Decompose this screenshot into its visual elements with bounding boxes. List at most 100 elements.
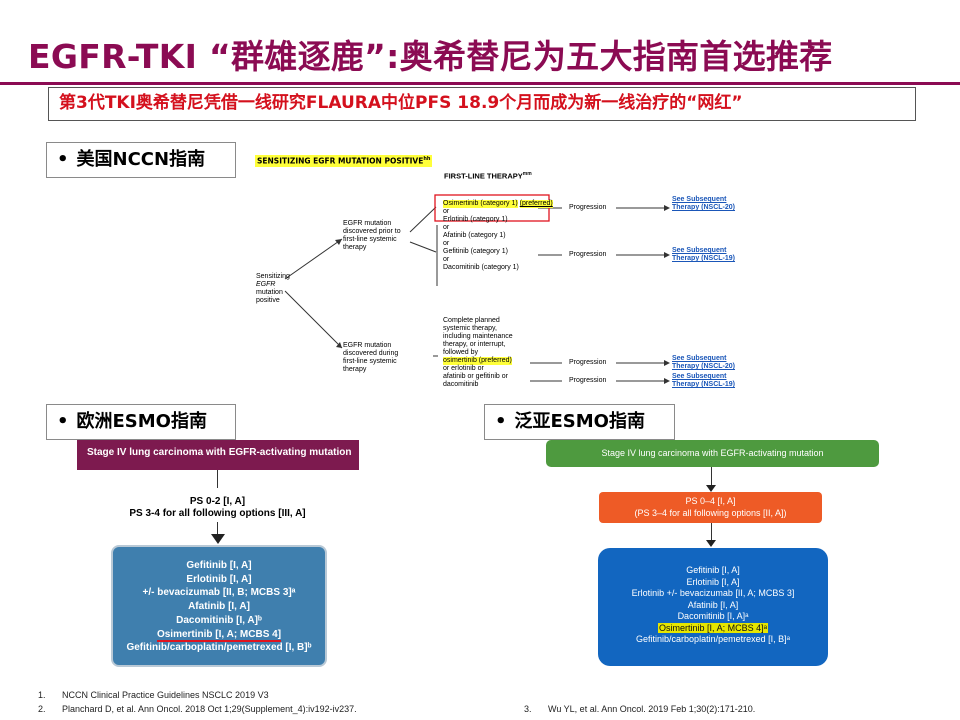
nccn-bottom-line: Complete planned [443, 317, 500, 324]
connector-root-bottom [284, 290, 343, 349]
connector-top-others [409, 241, 437, 253]
section-label-esmo-text: 欧洲ESMO指南 [76, 411, 207, 432]
nccn-option-erlotinib: Erlotinib (category 1) [443, 216, 508, 223]
esmo-ps: PS 0-2 [I, A] PS 3-4 for all following o… [95, 496, 340, 520]
link-line: See Subsequent [672, 355, 727, 362]
esmo-option-osimertinib: Osimertinib [I, A; MCBS 4] [113, 628, 325, 642]
nccn-mutation-tag: SENSITIZING EGFR MUTATION POSITIVEhh [255, 155, 433, 167]
esmo-ps-line: PS 3-4 for all following options [III, A… [129, 508, 306, 519]
nccn-root-line: Sensitizing [256, 273, 290, 280]
link-line: Therapy (NSCL-19) [672, 381, 736, 388]
section-label-esmo: • 欧洲ESMO指南 [46, 404, 236, 440]
link-line: Therapy (NSCL-19) [672, 255, 736, 262]
pan-asian-ps-line: PS 0–4 [I, A] [685, 496, 736, 506]
arrowhead [336, 342, 342, 348]
nccn-option-gefitinib: Gefitinib (category 1) [443, 248, 508, 255]
nccn-bottom-line: or erlotinib or [443, 365, 484, 372]
reference-number: 2. [38, 704, 46, 714]
pan-asian-connector [711, 523, 712, 543]
arrowhead [335, 239, 342, 245]
nccn-bottom-line: afatinib or gefitinib or [443, 373, 508, 380]
nccn-branch-line: therapy [343, 366, 367, 373]
nccn-option-dacomitinib: Dacomitinib (category 1) [443, 264, 519, 271]
nccn-branch-bottom: EGFR mutation discovered during first-li… [343, 342, 398, 374]
esmo-option: Afatinib [I, A] [188, 601, 250, 613]
bullet-icon: • [495, 411, 507, 432]
nccn-option-preferred: (preferred) [519, 200, 553, 208]
pan-asian-ps-line: (PS 3–4 for all following options [II, A… [634, 508, 787, 518]
nccn-first-line-header: FIRST-LINE THERAPYmm [444, 170, 532, 181]
pan-asian-ps-box: PS 0–4 [I, A] (PS 3–4 for all following … [599, 492, 822, 523]
pan-asian-option: Erlotinib [I, A] [686, 576, 740, 587]
esmo-option: Dacomitinib [I, A]ᵇ [176, 614, 262, 626]
nccn-option-afatinib: Afatinib (category 1) [443, 232, 506, 239]
esmo-option: +/- bevacizumab [II, B; MCBS 3]ᵃ [142, 587, 296, 599]
pan-asian-header: Stage IV lung carcinoma with EGFR-activa… [546, 440, 879, 467]
nccn-bottom-line: followed by [443, 349, 479, 356]
nccn-root-line: mutation [256, 289, 283, 296]
reference-text: Planchard D, et al. Ann Oncol. 2018 Oct … [62, 704, 357, 714]
nccn-branch-line: EGFR mutation [343, 220, 392, 227]
section-label-nccn: •美国NCCN指南 [46, 142, 236, 178]
link-line: See Subsequent [672, 373, 727, 380]
headline-banner: 第3代TKI奥希替尼凭借一线研究FLAURA中位PFS 18.9个月而成为新一线… [48, 87, 916, 121]
link-line: Therapy (NSCL-20) [672, 204, 736, 211]
nccn-progression-1: Progression [569, 204, 607, 211]
section-label-pan-asian-text: 泛亚ESMO指南 [514, 411, 645, 432]
down-arrow-icon [706, 485, 716, 492]
nccn-branch-top: EGFR mutation discovered prior to first-… [343, 220, 401, 252]
nccn-option-or: or [443, 256, 450, 263]
esmo-option: Gefitinib [I, A] [186, 560, 252, 571]
esmo-ps-line: PS 0-2 [I, A] [189, 496, 246, 507]
nccn-bottom-line: systemic therapy, [443, 325, 497, 332]
nccn-bottom-line: including maintenance [443, 333, 513, 340]
pan-asian-option: Afatinib [I, A] [687, 599, 739, 610]
section-label-pan-asian: • 泛亚ESMO指南 [484, 404, 675, 440]
nccn-tag-sup: hh [423, 156, 431, 162]
nccn-option-or: or [443, 224, 450, 231]
pan-asian-option: Gefitinib/carboplatin/pemetrexed [I, B]ᵃ [636, 634, 790, 644]
reference-text: NCCN Clinical Practice Guidelines NSCLC … [62, 690, 269, 700]
reference-2: 2. Planchard D, et al. Ann Oncol. 2018 Oc… [38, 704, 357, 714]
esmo-option: Erlotinib [I, A] [186, 573, 252, 585]
nccn-branch-line: EGFR mutation [343, 342, 392, 349]
nccn-branch-line: discovered during [343, 350, 399, 357]
nccn-branch-line: first-line systemic [343, 358, 397, 365]
nccn-root-node: Sensitizing EGFR mutation positive [256, 273, 290, 305]
down-arrow-icon [211, 534, 225, 544]
reference-1: 1.NCCN Clinical Practice Guidelines NSCL… [38, 690, 269, 700]
nccn-bottom-line: dacomitinib [443, 381, 479, 388]
esmo-options-box: Gefitinib [I, A] Erlotinib [I, A] +/- be… [111, 545, 327, 667]
pan-asian-osimertinib-text: Osimertinib [I, A; MCBS 4]ᵃ [658, 622, 768, 633]
bullet-icon: • [57, 411, 69, 432]
pan-asian-option: Dacomitinib [I, A]ᵃ [677, 611, 749, 621]
section-label-nccn-text: 美国NCCN指南 [76, 149, 206, 170]
nccn-root-line: positive [256, 297, 280, 304]
nccn-option-or: or [443, 240, 450, 247]
nccn-branch-line: first-line systemic [343, 236, 397, 243]
nccn-root-line: EGFR [256, 281, 276, 288]
link-line: Therapy (NSCL-20) [672, 363, 736, 370]
nccn-top-options: Osimertinib (category 1) (preferred) or … [443, 200, 553, 272]
nccn-bottom-osimertinib: osimertinib (preferred) [443, 357, 512, 365]
pan-asian-option-osimertinib: Osimertinib [I, A; MCBS 4]ᵃ [598, 622, 828, 635]
nccn-option-osimertinib: Osimertinib (category 1) [443, 200, 518, 208]
esmo-connector [217, 470, 218, 488]
pan-asian-connector [711, 467, 712, 489]
pan-asian-option: Erlotinib +/- bevacizumab [II, A; MCBS 3… [631, 588, 795, 598]
nccn-tag-text: SENSITIZING EGFR MUTATION POSITIVE [257, 156, 424, 166]
nccn-branch-line: discovered prior to [343, 228, 401, 235]
nccn-flow-connectors [284, 194, 670, 384]
slide-title: EGFR-TKI “群雄逐鹿”:奥希替尼为五大指南首选推荐 [28, 37, 833, 76]
nccn-option-or: or [443, 208, 450, 215]
nccn-progression-3: Progression [569, 359, 607, 366]
esmo-connector [217, 522, 218, 538]
pan-asian-option: Gefitinib [I, A] [686, 565, 740, 575]
reference-text: Wu YL, et al. Ann Oncol. 2019 Feb 1;30(2… [548, 704, 756, 714]
nccn-first-line-header-text: FIRST-LINE THERAPY [444, 171, 523, 181]
connector-top-osimertinib [409, 206, 437, 233]
